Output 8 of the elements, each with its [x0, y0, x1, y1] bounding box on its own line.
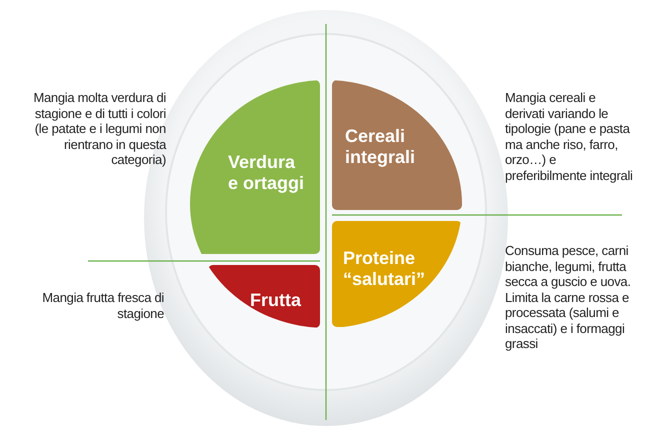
description-text: Mangia frutta fresca di stagione	[41, 290, 164, 321]
segment-label: Verdura e ortaggi	[228, 152, 306, 194]
segment-label: Proteine “salutari”	[343, 248, 426, 290]
segment-label: Frutta	[250, 290, 302, 311]
description-text: Mangia cereali e derivati variando le tipologie (pane e pasta ma anche riso, farro, orzo…) e preferibilmente integrali	[505, 90, 634, 183]
description-text: Consuma pesce, carni bianche, legumi, frutta secca a guscio e uova. Limita la carne rossa e processata (salumi e insaccati) e i formaggi grassi	[505, 243, 632, 352]
description-text: Mangia molta verdura di stagione e di tutti i colori (le patate e i legumi non rientrano in questa categoria)	[32, 90, 166, 168]
segment-label: Cereali integrali	[345, 126, 416, 168]
